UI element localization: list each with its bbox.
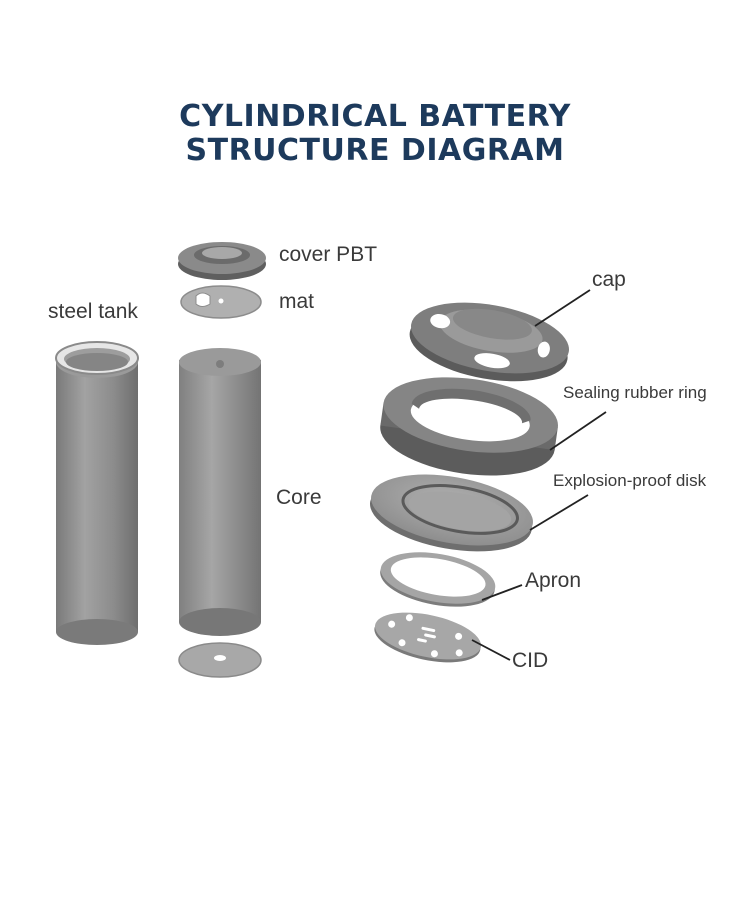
core <box>179 348 261 636</box>
cover-pbt <box>178 242 266 280</box>
label-core: Core <box>276 486 322 509</box>
sealing-rubber-ring <box>380 377 558 476</box>
leader-line-sealing-ring <box>549 411 607 451</box>
title-line-1: CYLINDRICAL BATTERY <box>179 99 571 134</box>
label-cap: cap <box>592 268 626 291</box>
steel-tank <box>55 341 139 645</box>
explosion-proof-disk <box>370 474 533 552</box>
label-cover-pbt: cover PBT <box>279 243 378 266</box>
leader-line-apron <box>481 584 523 601</box>
leader-line-explosion-disk <box>529 494 589 531</box>
label-cid: CID <box>512 649 549 672</box>
cid-disk <box>374 612 482 663</box>
leader-line-cap <box>534 289 591 327</box>
label-steel-tank: steel tank <box>48 300 138 323</box>
label-apron: Apron <box>525 569 582 592</box>
label-mat: mat <box>279 290 315 313</box>
title-line-2: STRUCTURE DIAGRAM <box>185 133 565 168</box>
leader-lines <box>471 289 607 661</box>
label-explosion-proof-disk: Explosion-proof disk <box>553 471 707 490</box>
core-bottom-washer <box>178 642 262 678</box>
label-sealing-rubber-ring: Sealing rubber ring <box>563 383 707 402</box>
mat <box>180 285 262 319</box>
apron <box>380 552 496 607</box>
cap <box>409 302 569 382</box>
leader-line-cid <box>471 639 511 661</box>
